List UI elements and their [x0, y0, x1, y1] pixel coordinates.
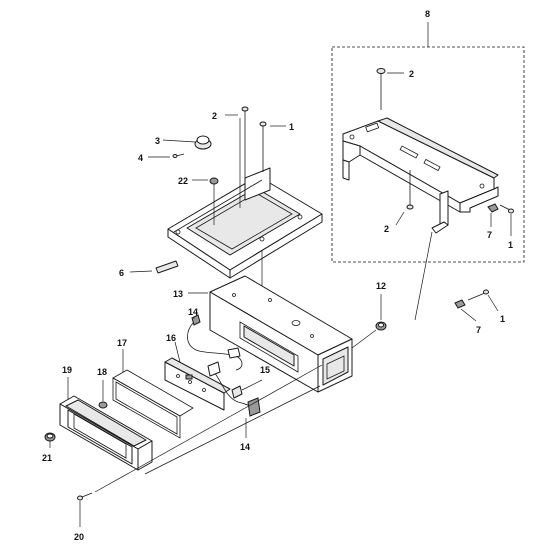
bolt-1-upper-right [499, 204, 514, 236]
connector-15 [231, 379, 263, 399]
callout-17: 17 [117, 338, 127, 348]
callout-2-plate: 2 [212, 111, 217, 121]
leader-bracket-to-frame [414, 231, 433, 321]
callout-14-lower: 14 [240, 442, 250, 452]
callout-1-upper-right: 1 [508, 240, 513, 250]
callout-14-upper: 14 [188, 307, 198, 317]
knob-3 [162, 135, 212, 150]
callout-19: 19 [62, 365, 72, 375]
frame-tube-13 [188, 275, 353, 393]
knob-21 [44, 432, 56, 448]
callout-2-top-right: 2 [409, 69, 414, 79]
leader-bezel-to-frame [144, 385, 321, 475]
callout-3: 3 [155, 136, 160, 146]
bolt-2-plate [225, 106, 249, 208]
callout-4: 4 [138, 153, 143, 163]
callout-15: 15 [260, 365, 270, 375]
callout-1-plate: 1 [289, 122, 294, 132]
bolt-2-lower [395, 170, 414, 226]
wire-harness-14-upper [187, 314, 243, 371]
callout-7-upper: 7 [487, 230, 492, 240]
front-bezel-19 [59, 377, 153, 471]
control-board-16 [164, 341, 231, 411]
grommet-12 [351, 294, 387, 349]
subassembly-8-group [331, 22, 525, 263]
callout-7-lower: 7 [476, 325, 481, 335]
callout-13: 13 [173, 289, 183, 299]
nut-7-lower [454, 299, 477, 322]
nut-7-upper [487, 203, 499, 227]
leader-screw-to-frame [94, 364, 323, 493]
support-plate-assembly [167, 167, 323, 279]
screw-20 [77, 492, 93, 527]
support-bracket-frame [342, 117, 499, 234]
callout-1-lower: 1 [500, 314, 505, 324]
grommet-22 [192, 177, 219, 225]
callout-16: 16 [166, 333, 176, 343]
screw-4 [148, 153, 185, 158]
grommet-18 [98, 380, 108, 409]
bolt-1-plate [259, 121, 286, 172]
callout-21: 21 [42, 453, 52, 463]
gasket-17 [112, 349, 194, 439]
callout-2-lower-right: 2 [384, 224, 389, 234]
callout-12: 12 [376, 281, 386, 291]
bolt-2-top [376, 68, 404, 110]
callout-20: 20 [74, 532, 84, 542]
callout-22: 22 [178, 176, 188, 186]
callout-18: 18 [97, 367, 107, 377]
stud-6 [129, 260, 179, 274]
bolt-1-lower [467, 289, 499, 312]
subassembly-8-boundary [331, 46, 525, 263]
wire-harness-14-lower [207, 361, 261, 438]
callout-6: 6 [119, 268, 124, 278]
callout-8: 8 [425, 9, 430, 19]
